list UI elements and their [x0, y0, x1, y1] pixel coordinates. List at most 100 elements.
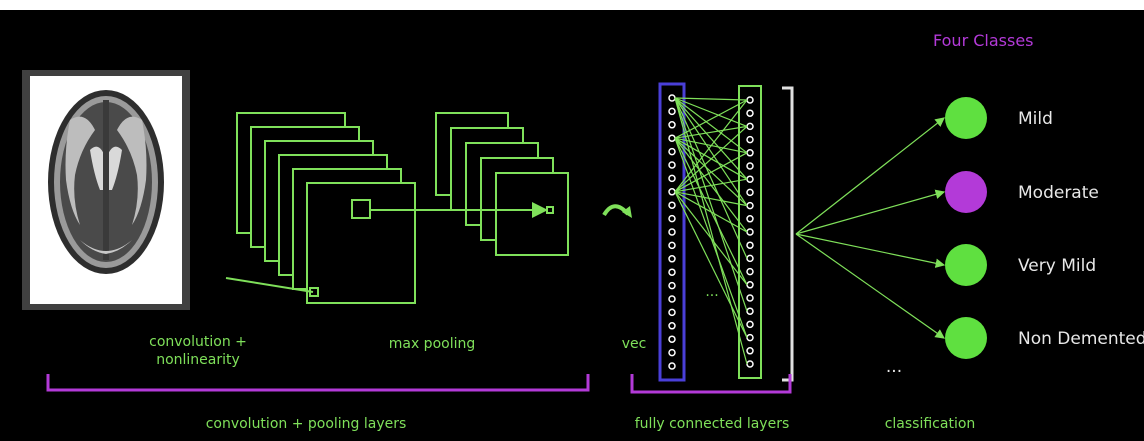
- fc-edge: [674, 191, 748, 338]
- hidden-node: [746, 254, 754, 263]
- hidden-node: [746, 201, 754, 210]
- hidden-layer-column: [738, 85, 762, 379]
- hidden-node: [746, 188, 754, 197]
- class-label: Moderate: [1018, 183, 1099, 203]
- hidden-node: [746, 347, 754, 355]
- hidden-node: [746, 228, 754, 236]
- fc-edge: [674, 191, 748, 233]
- vec-node: [668, 268, 676, 276]
- label-convolution-line2: nonlinearity: [156, 352, 240, 368]
- receptive-field-line: [225, 277, 314, 293]
- vec-column: [658, 82, 686, 382]
- hidden-node: [746, 215, 754, 223]
- pooled-cell-marker: [546, 206, 554, 214]
- hidden-node: [746, 360, 754, 368]
- vec-node: [668, 188, 676, 196]
- fc-group-bracket: [630, 374, 792, 394]
- fc-edge: [674, 97, 748, 259]
- hidden-node: [746, 175, 754, 183]
- class-label: Very Mild: [1018, 256, 1096, 276]
- fc-edge: [674, 97, 748, 312]
- vec-node: [668, 348, 676, 357]
- class-circle: [945, 171, 987, 213]
- fc-edge: [674, 97, 748, 101]
- class-circle: [945, 317, 987, 359]
- hidden-node: [746, 307, 754, 315]
- class-circle: [945, 97, 987, 139]
- label-max-pooling: max pooling: [389, 336, 476, 352]
- hidden-node: [746, 267, 754, 276]
- vec-node: [668, 174, 676, 183]
- pooling-feature-map: [495, 172, 569, 256]
- fully-connected-edges: [674, 97, 748, 365]
- conv-feature-map: [306, 182, 416, 304]
- vec-node: [668, 147, 676, 156]
- output-edge: [795, 189, 946, 235]
- output-edge: [795, 117, 945, 235]
- fc-edge: [674, 97, 748, 206]
- fc-edge: [674, 97, 748, 154]
- label-classes-ellipsis: ...: [886, 357, 902, 377]
- output-connections: [795, 117, 946, 339]
- vec-node: [668, 335, 676, 343]
- conv-pool-group-bracket: [46, 374, 590, 392]
- curved-arrow-head-icon: [622, 206, 632, 218]
- fc-edge: [674, 191, 748, 286]
- label-group-conv-pool: convolution + pooling layers: [206, 416, 407, 432]
- label-group-fc: fully connected layers: [635, 416, 790, 432]
- vec-node: [668, 241, 676, 250]
- hidden-layer-nodes: [746, 96, 754, 368]
- fc-edge: [674, 97, 748, 180]
- label-vec: vec: [622, 336, 647, 352]
- vec-node: [668, 362, 676, 370]
- vec-node: [668, 94, 676, 102]
- fc-edge: [674, 191, 748, 207]
- vec-node: [668, 255, 676, 263]
- hidden-node: [746, 320, 754, 329]
- background-panel: [0, 10, 1144, 441]
- fc-edge: [674, 97, 748, 365]
- fc-edge: [674, 99, 748, 193]
- class-label: Non Demented: [1018, 329, 1144, 349]
- fc-edge: [674, 152, 748, 193]
- vec-node: [668, 281, 676, 290]
- vec-node: [668, 201, 676, 209]
- fc-edge: [674, 97, 748, 127]
- input-brain-image: [22, 70, 190, 310]
- hidden-node: [746, 281, 754, 289]
- vec-node: [668, 214, 676, 223]
- hidden-node: [746, 333, 754, 342]
- fc-edge: [674, 125, 748, 139]
- vec-nodes: [668, 94, 676, 370]
- hidden-node: [746, 96, 754, 104]
- vec-node: [668, 295, 676, 303]
- class-circle: [945, 244, 987, 286]
- hidden-node: [746, 149, 754, 157]
- receptive-field-marker: [309, 287, 319, 297]
- hidden-node: [746, 122, 754, 131]
- classes-title: Four Classes: [933, 31, 1034, 50]
- hidden-node: [746, 241, 754, 249]
- pooling-feature-maps: [435, 112, 569, 256]
- vec-node: [668, 161, 676, 169]
- output-edge: [795, 233, 945, 339]
- vec-node: [668, 107, 676, 116]
- label-group-classification: classification: [885, 416, 976, 432]
- fc-edge: [674, 99, 748, 139]
- label-fc-ellipsis: ...: [705, 284, 718, 300]
- hidden-node: [746, 294, 754, 302]
- vec-node: [668, 308, 676, 317]
- brain-mri-icon: [48, 90, 164, 274]
- vec-node: [668, 228, 676, 236]
- convolution-feature-maps: [236, 112, 416, 304]
- hidden-node: [746, 109, 754, 117]
- vec-node: [668, 121, 676, 129]
- label-convolution-line1: convolution +: [149, 334, 247, 350]
- output-edge: [795, 233, 946, 268]
- vec-node: [668, 134, 676, 142]
- fc-edge: [674, 178, 748, 193]
- hidden-node: [746, 162, 754, 170]
